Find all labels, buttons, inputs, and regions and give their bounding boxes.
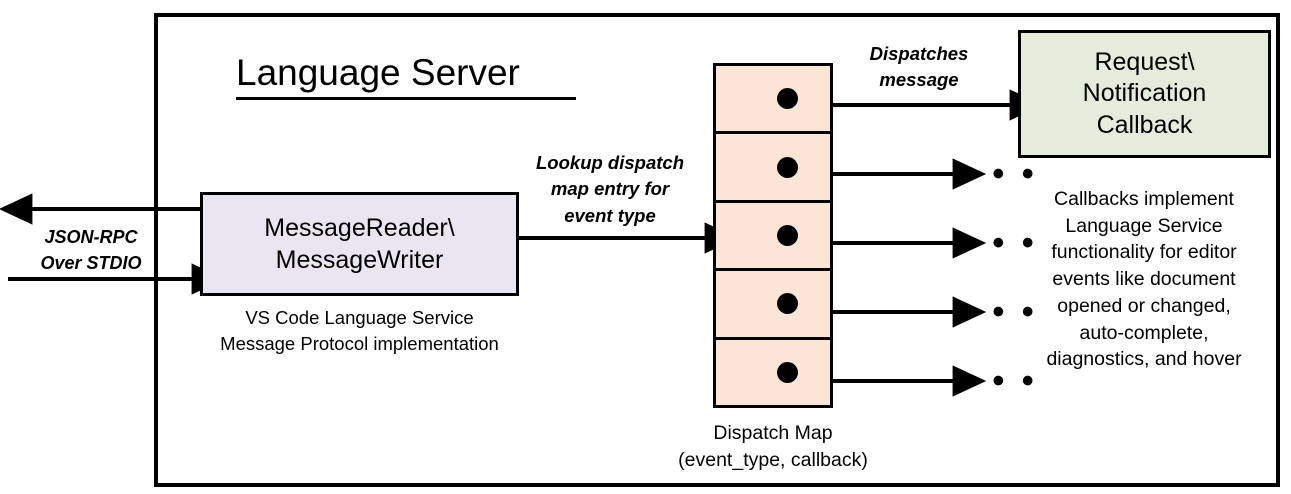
callback-caption-line6: auto-complete, [1079,321,1209,344]
callback-caption-line5: opened or changed, [1057,294,1231,317]
callback-dot-icon [777,293,798,315]
dispatches-message-label: Dispatches message [834,41,1004,94]
callback-caption-line2: Language Service [1065,214,1223,237]
language-server-boundary [154,13,1280,487]
lookup-label-line3: event type [564,204,656,226]
callback-caption: Callbacks implement Language Service fun… [1008,186,1280,373]
page-title: Language Server [236,52,576,100]
dispatch-map-row[interactable] [716,134,830,203]
callback-dot-icon [777,88,798,110]
callback-line3: Callback [1096,110,1193,139]
dispatch-map-table[interactable] [713,63,833,408]
dispatch-map-row[interactable] [716,271,830,340]
callback-caption-line4: events like document [1052,268,1236,291]
request-notification-callback-box[interactable]: Request\ Notification Callback [1018,30,1271,158]
dispatch-map-caption-line2: (event_type, callback) [678,449,868,472]
dispatches-label-line2: message [879,69,959,91]
lookup-label-line2: map entry for [550,178,670,200]
dispatch-map-caption-line1: Dispatch Map [713,422,833,444]
lookup-dispatch-label: Lookup dispatch map entry for event type [515,150,705,229]
callback-caption-line3: functionality for editor [1051,241,1237,264]
dispatches-label-line1: Dispatches [869,43,969,64]
callback-dot-icon [777,156,798,178]
lookup-label-line1: Lookup dispatch [536,152,684,173]
message-io-line1: MessageReader\ [264,213,455,242]
callback-line1: Request\ [1094,47,1195,76]
message-reader-writer-box[interactable]: MessageReader\ MessageWriter [200,192,519,296]
callback-caption-line1: Callbacks implement [1054,188,1234,210]
transport-label: JSON-RPC Over STDIO [26,224,156,276]
message-io-caption-line1: VS Code Language Service [245,307,474,328]
dispatch-map-row[interactable] [716,340,830,405]
callback-dot-icon [777,361,798,383]
dispatch-map-row[interactable] [716,66,830,135]
message-io-caption-line2: Message Protocol implementation [220,333,499,355]
callback-dot-icon [777,225,798,247]
transport-label-line2: Over STDIO [40,253,142,274]
message-io-line2: MessageWriter [275,246,444,274]
callback-caption-line7: diagnostics, and hover [1046,348,1242,371]
dispatch-map-caption: Dispatch Map (event_type, callback) [633,420,913,475]
message-reader-writer-caption: VS Code Language Service Message Protoco… [200,305,519,358]
callback-line2: Notification [1082,79,1207,108]
transport-label-line1: JSON-RPC [44,227,138,247]
dispatch-map-row[interactable] [716,203,830,272]
